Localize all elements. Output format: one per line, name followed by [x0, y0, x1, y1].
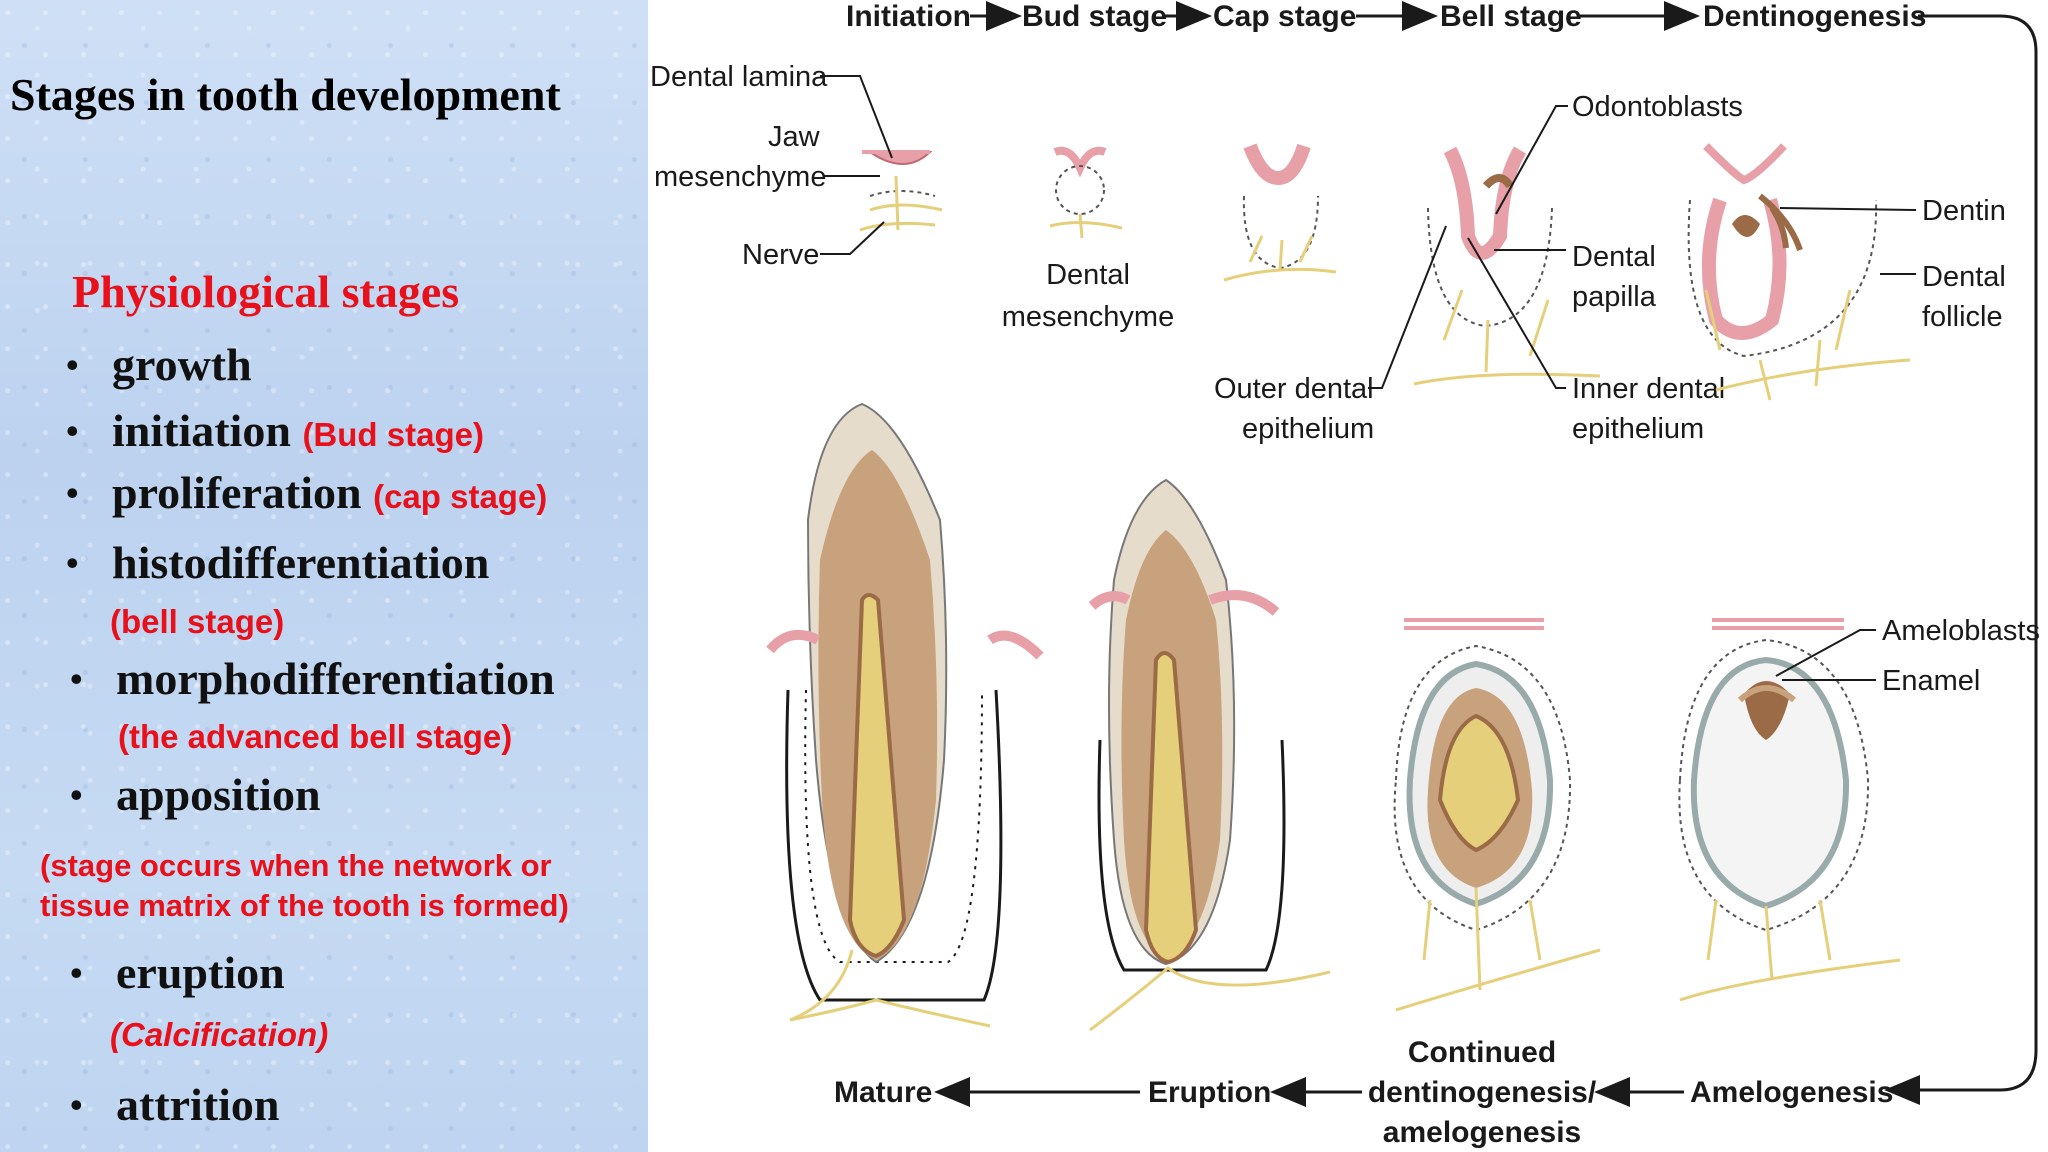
top-flow: Initiation Bud stage Cap stage Bell stag… — [846, 0, 2038, 1105]
stage-cap — [1223, 143, 1337, 282]
list-item-morphodifferentiation: • morphodifferentiation — [70, 652, 555, 705]
stage-dentinogenesis: Dentin Dental follicle — [1687, 143, 2006, 401]
item-note: (Bud stage) — [302, 416, 484, 453]
item-note: (stage occurs when the network or — [40, 848, 552, 883]
flow-mature: Mature — [834, 1076, 932, 1109]
label-dental: Dental — [1046, 259, 1130, 291]
item-label: proliferation — [112, 467, 362, 518]
label-dental-papilla-2: papilla — [1572, 281, 1657, 313]
item-note: (cap stage) — [373, 478, 548, 515]
label-dental-mesenchyme: mesenchyme — [1002, 301, 1174, 333]
label-inner-dental: Inner dental — [1572, 373, 1725, 405]
slide-title: Stages in tooth development — [10, 69, 561, 120]
label-odontoblasts: Odontoblasts — [1572, 91, 1743, 123]
flow-continued-2: dentinogenesis/ — [1368, 1076, 1597, 1109]
label-dental-follicle: Dental — [1922, 261, 2006, 293]
list-item-eruption: • eruption — [70, 946, 285, 999]
list-item-growth: • growth — [66, 338, 252, 391]
label-ameloblasts: Ameloblasts — [1882, 615, 2040, 647]
stage-amelogenesis: Ameloblasts Enamel — [1678, 615, 2040, 1002]
flow-bud-stage: Bud stage — [1022, 0, 1167, 33]
list-item-histodifferentiation: • histodifferentiation — [66, 536, 489, 589]
label-inner-dental-2: epithelium — [1572, 413, 1704, 445]
label-nerve: Nerve — [742, 239, 819, 271]
list-item-initiation: • initiation (Bud stage) — [66, 404, 484, 457]
bullet-icon: • — [70, 1085, 83, 1126]
bullet-icon: • — [66, 543, 79, 584]
flow-bell-stage: Bell stage — [1440, 0, 1582, 33]
section-heading: Physiological stages — [72, 266, 460, 317]
flow-initiation: Initiation — [846, 0, 971, 33]
label-dental-lamina: Dental lamina — [650, 61, 828, 93]
item-label: initiation — [112, 405, 291, 456]
flow-return-arrow — [1884, 14, 2038, 1105]
item-note: (bell stage) — [110, 603, 285, 640]
label-dentin: Dentin — [1922, 195, 2006, 227]
flow-continued: Continued — [1408, 1036, 1556, 1069]
flow-eruption: Eruption — [1148, 1076, 1271, 1109]
label-jaw-mesenchyme: mesenchyme — [654, 161, 826, 193]
item-note: (the advanced bell stage) — [118, 718, 513, 755]
label-dental-follicle-2: follicle — [1922, 301, 2003, 333]
stage-bud: Dental mesenchyme — [1002, 146, 1174, 333]
item-note-line2: tissue matrix of the tooth is formed) — [40, 888, 569, 923]
item-label: attrition — [116, 1079, 280, 1130]
bullet-icon: • — [66, 345, 79, 386]
item-label: morphodifferentiation — [116, 653, 555, 704]
tooth-development-diagram: Initiation Bud stage Cap stage Bell stag… — [650, 0, 2040, 1149]
bullet-icon: • — [70, 775, 83, 816]
bullet-icon: • — [70, 953, 83, 994]
label-outer-dental-2: epithelium — [1242, 413, 1374, 445]
item-label: growth — [112, 339, 252, 390]
item-label: eruption — [116, 947, 285, 998]
bottom-flow: Amelogenesis Continued dentinogenesis/ a… — [834, 1036, 1893, 1149]
flow-continued-3: amelogenesis — [1383, 1116, 1581, 1149]
list-item-proliferation: • proliferation (cap stage) — [66, 466, 547, 519]
flow-cap-stage: Cap stage — [1213, 0, 1356, 33]
label-enamel: Enamel — [1882, 665, 1980, 697]
stage-mature — [766, 402, 1044, 1028]
item-label: histodifferentiation — [112, 537, 490, 588]
label-jaw: Jaw — [768, 121, 821, 153]
text-panel: Stages in tooth development Physiologica… — [0, 0, 648, 1152]
stage-bell: Odontoblasts Dental papilla Outer dental… — [1214, 91, 1743, 445]
flow-dentinogenesis: Dentinogenesis — [1703, 0, 1926, 33]
item-label: apposition — [116, 769, 321, 820]
item-note: (Calcification) — [110, 1016, 329, 1053]
label-outer-dental: Outer dental — [1214, 373, 1374, 405]
stage-continued — [1393, 618, 1601, 1012]
bullet-icon: • — [70, 659, 83, 700]
list-item-apposition: • apposition — [70, 768, 321, 821]
bullet-icon: • — [66, 473, 79, 514]
stage-eruption — [1088, 478, 1331, 1032]
label-dental-papilla: Dental — [1572, 241, 1656, 273]
flow-amelogenesis: Amelogenesis — [1690, 1076, 1893, 1109]
bullet-icon: • — [66, 411, 79, 452]
list-item-attrition: • attrition — [70, 1078, 280, 1131]
stage-initiation: Dental lamina Jaw mesenchyme Nerve — [650, 61, 943, 271]
